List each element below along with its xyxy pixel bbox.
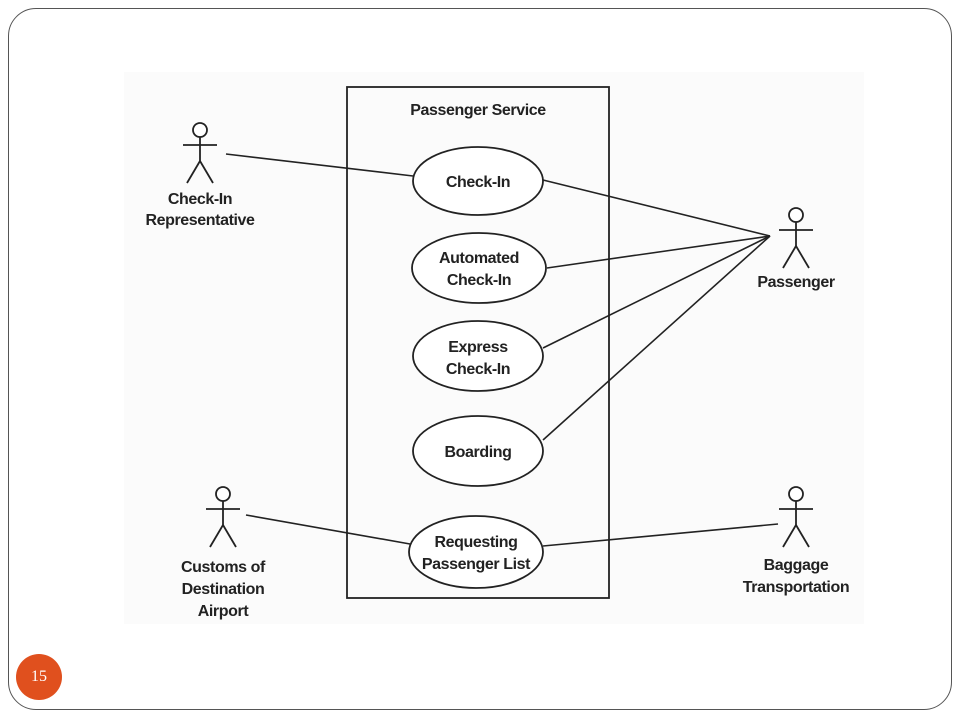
use-case-check-in[interactable]: Check-In: [412, 146, 544, 216]
association-line: [542, 235, 771, 349]
actor-label: Check-In: [168, 191, 232, 208]
use-case-label: Check-In: [446, 174, 510, 191]
actor-label: Transportation: [743, 579, 849, 596]
association-line: [546, 235, 771, 269]
actor-label: Customs of: [181, 559, 266, 576]
association-line: [245, 514, 411, 545]
use-case-label: Express: [448, 339, 508, 356]
use-case-requesting-passenger-list[interactable]: Requesting Passenger List: [408, 515, 544, 589]
actor-passenger[interactable]: Passenger: [757, 207, 835, 291]
use-case-label: Boarding: [444, 444, 511, 461]
association-line: [542, 235, 771, 441]
stick-figure-icon: [779, 207, 813, 269]
actor-customs-of-destination-airport[interactable]: Customs of Destination Airport: [181, 486, 266, 620]
actor-check-in-representative[interactable]: Check-In Representative: [145, 122, 255, 229]
actor-label: Destination: [182, 581, 265, 598]
page-number-badge: 15: [16, 654, 62, 700]
use-case-label: Requesting: [434, 534, 517, 551]
system-boundary: [346, 86, 610, 599]
actor-label: Passenger: [757, 274, 835, 291]
page-number: 15: [31, 668, 47, 685]
system-title: Passenger Service: [410, 102, 546, 119]
association-line: [542, 179, 771, 237]
actor-baggage-transportation[interactable]: Baggage Transportation: [743, 486, 850, 596]
stick-figure-icon: [183, 122, 217, 184]
stick-figure-icon: [779, 486, 813, 548]
use-case-automated-check-in[interactable]: Automated Check-In: [411, 232, 547, 304]
actor-label: Airport: [198, 603, 250, 620]
use-case-express-check-in[interactable]: Express Check-In: [412, 320, 544, 392]
stick-figure-icon: [206, 486, 240, 548]
association-line: [225, 153, 414, 177]
association-line: [542, 523, 779, 547]
use-case-boarding[interactable]: Boarding: [412, 415, 544, 487]
use-case-label: Automated: [439, 250, 519, 267]
use-case-label: Passenger List: [422, 556, 531, 573]
actor-label: Representative: [145, 212, 255, 229]
use-case-label: Check-In: [447, 272, 511, 289]
use-case-label: Check-In: [446, 361, 510, 378]
actor-label: Baggage: [764, 557, 829, 574]
